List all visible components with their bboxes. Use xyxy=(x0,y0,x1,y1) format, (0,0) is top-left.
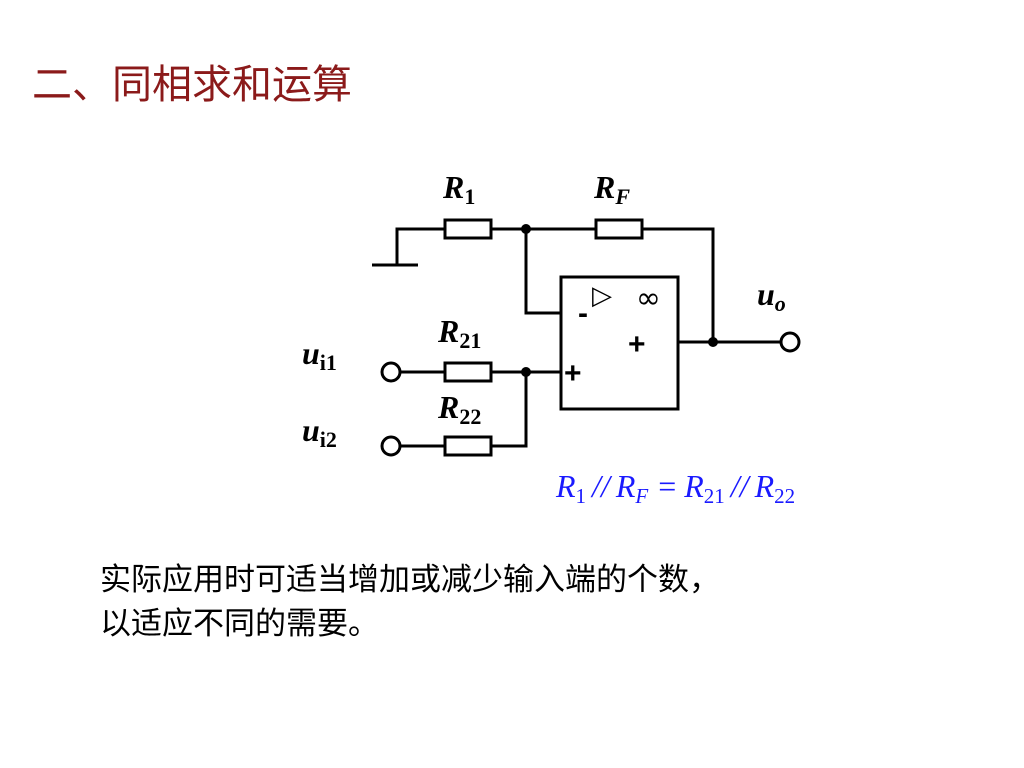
junction-dot-output xyxy=(708,337,718,347)
opamp-output-plus-sign: + xyxy=(628,328,646,361)
body-line-2: 以适应不同的需要。 xyxy=(100,606,379,642)
opamp-minus-sign: - xyxy=(578,297,588,330)
terminal-ui2 xyxy=(380,435,402,457)
resistor-rf xyxy=(594,218,644,240)
resistance-balance-equation: R1//RF=R21//R22 xyxy=(555,468,795,508)
label-r1: R1 xyxy=(442,169,475,209)
terminal-uo xyxy=(779,331,801,353)
label-r22: R22 xyxy=(437,389,481,429)
resistor-r22 xyxy=(443,435,493,457)
label-ui1: ui1 xyxy=(302,335,337,375)
slide-title: 二、同相求和运算 xyxy=(32,62,352,108)
label-uo: uo xyxy=(757,276,786,316)
resistor-r21 xyxy=(443,361,493,383)
junction-dot-plus xyxy=(521,367,531,377)
body-line-1: 实际应用时可适当增加或减少输入端的个数， xyxy=(100,562,720,598)
opamp-box xyxy=(559,275,680,411)
wire-inverting-input xyxy=(524,229,561,315)
terminal-ui1 xyxy=(380,361,402,383)
label-r21: R21 xyxy=(437,313,481,353)
opamp-plus-input-sign: + xyxy=(564,357,582,390)
wire-r22-node xyxy=(491,372,528,448)
opamp-triangle-icon: ▷ xyxy=(592,281,612,311)
label-rf: RF xyxy=(593,169,630,209)
body-text: 实际应用时可适当增加或减少输入端的个数， 以适应不同的需要。 xyxy=(100,558,720,646)
resistor-r1 xyxy=(443,218,493,240)
ground-wire xyxy=(395,227,445,265)
junction-dot-top xyxy=(521,224,531,234)
opamp-gain-infinity: ∞ xyxy=(636,281,661,316)
label-ui2: ui2 xyxy=(302,412,337,452)
wire-rf-output xyxy=(642,227,715,342)
